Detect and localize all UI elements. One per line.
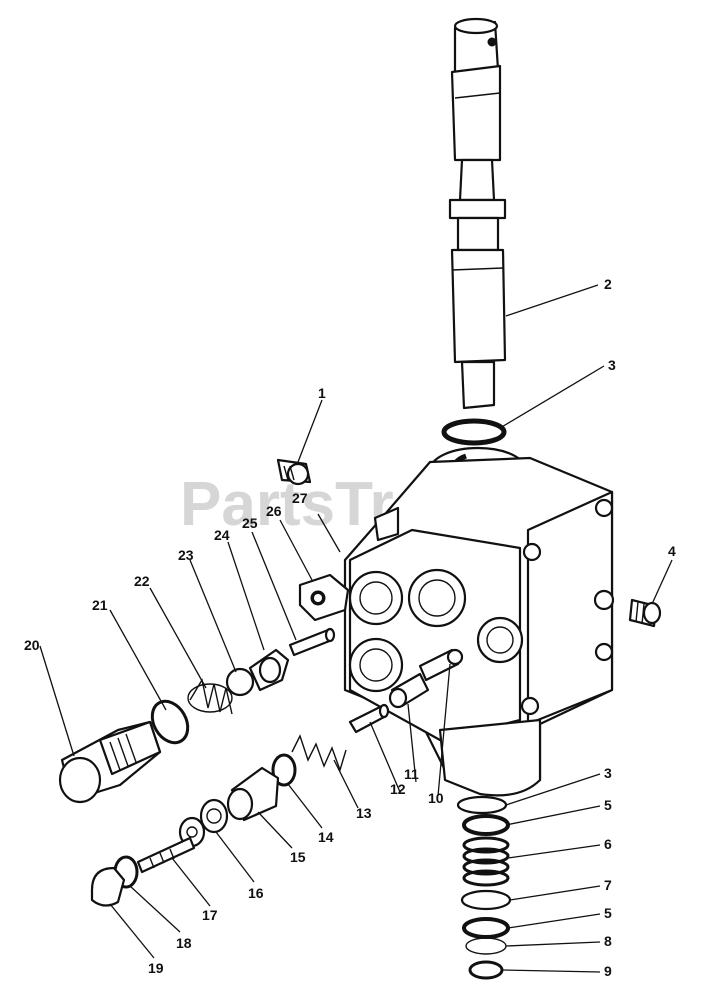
- part-o-ring-3-bottom[interactable]: [456, 795, 508, 815]
- part-plug-4[interactable]: [628, 598, 662, 628]
- part-o-ring-14[interactable]: [271, 753, 297, 787]
- part-valve-seat-15[interactable]: [226, 766, 280, 822]
- part-pin-25[interactable]: [288, 627, 336, 657]
- part-snap-ring-9[interactable]: [468, 960, 504, 980]
- part-hex-plug-26[interactable]: [298, 573, 350, 622]
- part-spring-6[interactable]: [462, 836, 510, 887]
- callout-15: 15: [290, 849, 306, 865]
- callout-7: 7: [604, 877, 612, 893]
- callout-18: 18: [176, 935, 192, 951]
- part-washer-5-lower[interactable]: [462, 917, 510, 939]
- part-cap-nut-19[interactable]: [90, 866, 126, 907]
- callout-20: 20: [24, 637, 40, 653]
- callout-25: 25: [242, 515, 258, 531]
- part-sleeve-11[interactable]: [388, 672, 430, 709]
- callout-3-bottom: 3: [604, 765, 612, 781]
- callout-9: 9: [604, 963, 612, 979]
- callout-10: 10: [428, 790, 444, 806]
- part-plug-1[interactable]: [276, 458, 312, 486]
- part-o-ring-top[interactable]: [441, 418, 507, 446]
- callout-5-upper: 5: [604, 797, 612, 813]
- part-spring-13[interactable]: [291, 734, 347, 773]
- part-spool-shaft[interactable]: [448, 17, 507, 410]
- callout-13: 13: [356, 805, 372, 821]
- part-washer-8[interactable]: [465, 937, 507, 955]
- part-poppet-24[interactable]: [248, 648, 290, 692]
- part-pin-10[interactable]: [418, 648, 464, 682]
- part-screw-17[interactable]: [136, 836, 196, 874]
- part-nut-16[interactable]: [199, 798, 229, 834]
- callout-3-top: 3: [608, 357, 616, 373]
- part-o-ring-21[interactable]: [145, 695, 195, 749]
- part-retainer-7[interactable]: [460, 889, 512, 911]
- callout-14: 14: [318, 829, 334, 845]
- callout-17: 17: [202, 907, 218, 923]
- callout-26: 26: [266, 503, 282, 519]
- callout-27: 27: [292, 490, 308, 506]
- callout-4: 4: [668, 543, 676, 559]
- callout-6: 6: [604, 836, 612, 852]
- part-valve-body[interactable]: [343, 446, 615, 797]
- callout-labels: 2 3 1 4 27 26 25 24 23 22 21 20 10 11 12…: [24, 276, 676, 979]
- part-pin-12[interactable]: [348, 703, 390, 734]
- callout-19: 19: [148, 960, 164, 976]
- callout-22: 22: [134, 573, 150, 589]
- callout-23: 23: [178, 547, 194, 563]
- callout-2: 2: [604, 276, 612, 292]
- callout-11: 11: [404, 766, 419, 782]
- callout-24: 24: [214, 527, 230, 543]
- leader-lines: [39, 284, 673, 973]
- part-ball-23[interactable]: [225, 667, 255, 697]
- callout-1: 1: [318, 385, 326, 401]
- part-spring-22[interactable]: [187, 678, 233, 715]
- callout-12: 12: [390, 781, 406, 797]
- part-washer-5-upper[interactable]: [462, 814, 510, 836]
- part-plug-20[interactable]: [58, 720, 162, 804]
- callout-21: 21: [92, 597, 108, 613]
- callout-8: 8: [604, 933, 612, 949]
- callout-5-lower: 5: [604, 905, 612, 921]
- callout-16: 16: [248, 885, 264, 901]
